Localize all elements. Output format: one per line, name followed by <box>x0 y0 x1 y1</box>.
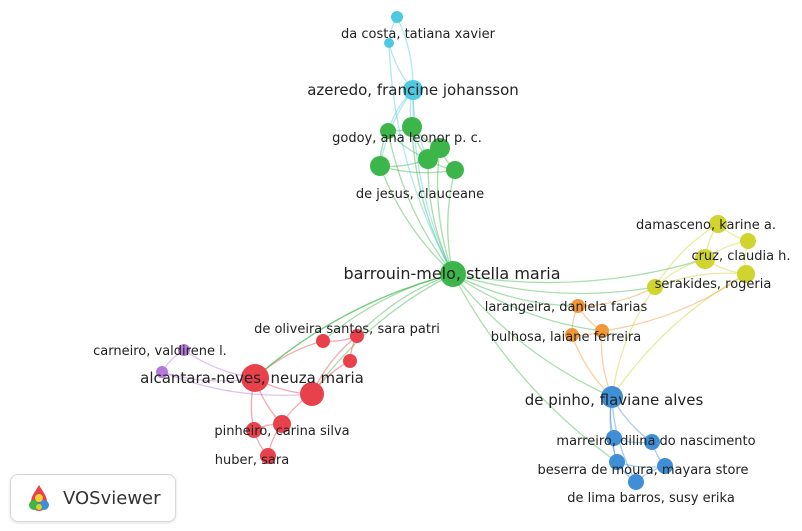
node-p1[interactable] <box>178 344 190 356</box>
node-b4[interactable] <box>609 454 625 470</box>
node-r5[interactable] <box>300 382 324 406</box>
node-label-g7[interactable]: barrouin-melo, stella maria <box>343 264 560 283</box>
node-label-b4[interactable]: beserra de moura, mayara store <box>537 463 748 478</box>
link-y5-b1 <box>611 286 656 398</box>
link-g7-r5 <box>311 273 454 395</box>
node-r1[interactable] <box>316 334 330 348</box>
node-label-c3[interactable]: azeredo, francine johansson <box>307 81 519 99</box>
link-g7-r1 <box>322 273 454 342</box>
node-label-y3[interactable]: cruz, claudia h. <box>691 249 790 264</box>
node-b5[interactable] <box>657 458 673 474</box>
vosviewer-logo-icon <box>29 485 49 511</box>
node-o1[interactable] <box>571 299 585 313</box>
node-label-g1[interactable]: godoy, ana leonor p. c. <box>332 131 482 146</box>
node-label-p1[interactable]: carneiro, valdirene l. <box>93 344 227 359</box>
link-g1-g7 <box>387 130 454 275</box>
link-g7-o1 <box>452 273 579 307</box>
link-c3-g7 <box>412 89 454 275</box>
labels-layer: da costa, tatiana xavier azeredo, francin… <box>93 27 790 506</box>
node-label-c2[interactable]: da costa, tatiana xavier <box>341 27 496 42</box>
link-g4-g7 <box>379 165 454 275</box>
link-y1-y5 <box>654 223 719 288</box>
node-b2[interactable] <box>606 430 622 446</box>
node-r7[interactable] <box>246 422 262 438</box>
node-label-y4[interactable]: serakides, rogeria <box>655 277 772 292</box>
node-g1[interactable] <box>380 123 396 139</box>
link-g6-g7 <box>447 169 456 275</box>
node-g4[interactable] <box>370 156 390 176</box>
link-g2-g7 <box>411 126 454 275</box>
node-label-b1[interactable]: de pinho, flaviane alves <box>525 391 704 409</box>
node-o3[interactable] <box>595 324 609 338</box>
node-r2[interactable] <box>350 329 364 343</box>
node-y2[interactable] <box>740 233 756 249</box>
link-y4-y5 <box>654 272 747 288</box>
node-p2[interactable] <box>156 366 168 378</box>
node-b1[interactable] <box>601 386 623 408</box>
link-c2-g7 <box>388 42 454 275</box>
node-label-b2[interactable]: marreiro, dilina do nascimento <box>556 434 755 449</box>
link-g7-y5 <box>452 273 656 295</box>
link-g7-o3 <box>452 273 603 332</box>
node-r4[interactable] <box>241 364 269 392</box>
link-g7-y3 <box>452 258 706 284</box>
node-label-o2[interactable]: bulhosa, laiane ferreira <box>491 330 642 345</box>
node-g2[interactable] <box>402 117 422 137</box>
node-y4[interactable] <box>737 265 755 283</box>
node-label-o1[interactable]: larangeira, daniela farias <box>485 300 648 315</box>
node-label-r8[interactable]: huber, sara <box>215 453 289 468</box>
node-y1[interactable] <box>709 215 727 233</box>
node-o2[interactable] <box>565 328 579 342</box>
vosviewer-label: VOSviewer <box>63 487 161 509</box>
vosviewer-badge[interactable]: VOSviewer <box>10 474 176 522</box>
node-c2[interactable] <box>384 38 394 48</box>
link-g7-r4 <box>254 273 454 379</box>
node-b3[interactable] <box>644 434 660 450</box>
node-b6[interactable] <box>628 474 644 490</box>
node-y5[interactable] <box>647 279 663 295</box>
node-c3[interactable] <box>403 80 423 100</box>
node-label-r4[interactable]: alcantara-neves, neuza maria <box>140 369 364 387</box>
node-c1[interactable] <box>391 11 403 23</box>
link-g7-b1 <box>452 273 613 398</box>
node-label-r6[interactable]: pinheiro, carina silva <box>214 424 349 439</box>
link-g7-b4 <box>452 273 618 463</box>
node-label-r1[interactable]: de oliveira santos, sara patri <box>254 322 440 337</box>
link-p2-r5 <box>161 371 313 396</box>
node-g5[interactable] <box>418 149 438 169</box>
node-g6[interactable] <box>446 161 464 179</box>
nodes-layer <box>156 11 756 490</box>
node-label-y1[interactable]: damasceno, karine a. <box>636 218 776 233</box>
node-r6[interactable] <box>273 415 291 433</box>
link-y4-b1 <box>611 273 747 398</box>
link-o3-y4 <box>601 273 747 332</box>
node-r8[interactable] <box>260 448 276 464</box>
node-g7[interactable] <box>440 261 466 287</box>
node-r3[interactable] <box>343 354 357 368</box>
node-label-b6[interactable]: de lima barros, susy erika <box>567 491 735 506</box>
link-g3-g7 <box>436 147 454 275</box>
node-y3[interactable] <box>695 249 715 269</box>
node-label-g6[interactable]: de jesus, clauceane <box>356 187 484 202</box>
link-g7-r4 <box>254 273 454 379</box>
